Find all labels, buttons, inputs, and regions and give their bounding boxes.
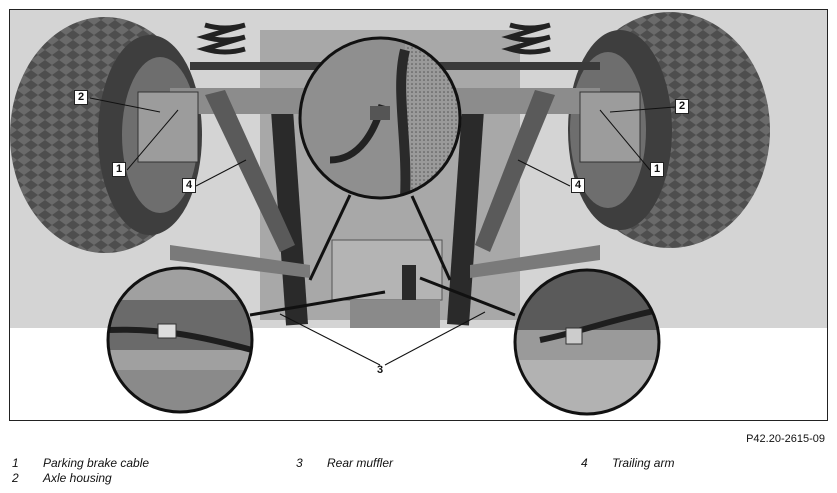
legend-label: Rear muffler: [327, 456, 394, 470]
legend-label: Parking brake cable: [43, 456, 150, 470]
callout-axle-housing-right: 2: [675, 99, 689, 114]
legend-label: Axle housing: [43, 471, 112, 485]
legend-label: Trailing arm: [612, 456, 675, 470]
callout-axle-housing-left: 2: [74, 90, 88, 105]
detail-rear-muffler-top: [300, 38, 460, 198]
legend-number: 3: [296, 456, 303, 470]
underbody-photo: 2 1 4 2 1 4 3: [9, 9, 828, 421]
legend-number: 1: [12, 456, 19, 470]
detail-parking-brake-left: [108, 268, 252, 412]
figure-code: P42.20-2615-09: [746, 433, 825, 445]
underbody-illustration: [10, 10, 827, 420]
callout-trailing-arm-left: 4: [182, 178, 196, 193]
callout-parking-brake-left: 1: [112, 162, 126, 177]
legend-number: 2: [12, 471, 19, 485]
callout-parking-brake-right: 1: [650, 162, 664, 177]
callout-rear-muffler: 3: [377, 364, 384, 376]
legend-number: 4: [581, 456, 588, 470]
callout-trailing-arm-right: 4: [571, 178, 585, 193]
